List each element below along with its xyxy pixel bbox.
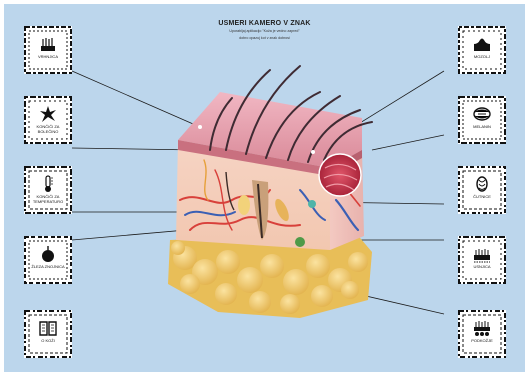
marker-pimple[interactable]: MOZOLJ (458, 26, 506, 74)
marker-label: KONČIČI ZA BOLEČINO (28, 125, 68, 134)
marker-sensory-cell[interactable]: ČUTNICE (458, 166, 506, 214)
marker-thermometer[interactable]: KONČIČI ZA TEMPERATURO (24, 166, 72, 214)
dermis-icon (472, 245, 492, 263)
marker-label: ČUTNICE (462, 195, 502, 200)
marker-melanin[interactable]: MELANIN (458, 96, 506, 144)
pimple-icon (472, 35, 492, 53)
marker-label: VRHNJICA (28, 55, 68, 60)
marker-label: USNJICA (462, 265, 502, 270)
marker-sweat-gland[interactable]: ŽLEZA ZNOJNICA (24, 236, 72, 284)
marker-label: PODKOŽJE (462, 339, 502, 344)
marker-book[interactable]: O KOŽI (24, 310, 72, 358)
melanin-icon (472, 105, 492, 123)
marker-dermis[interactable]: USNJICA (458, 236, 506, 284)
marker-label: MELANIN (462, 125, 502, 130)
marker-label: ŽLEZA ZNOJNICA (28, 265, 68, 270)
marker-label: MOZOLJ (462, 55, 502, 60)
zoom-circle (319, 154, 361, 196)
thermometer-icon (38, 175, 58, 193)
marker-label: O KOŽI (28, 339, 68, 344)
book-icon (38, 319, 58, 337)
marker-pain-receptor[interactable]: KONČIČI ZA BOLEČINO (24, 96, 72, 144)
pain-receptor-icon (38, 105, 58, 123)
subcutis-icon (472, 319, 492, 337)
sweat-gland-icon (38, 245, 58, 263)
marker-epidermis[interactable]: VRHNJICA (24, 26, 72, 74)
sensory-cell-icon (472, 175, 492, 193)
marker-label: KONČIČI ZA TEMPERATURO (28, 195, 68, 204)
epidermis-icon (38, 35, 58, 53)
marker-subcutis[interactable]: PODKOŽJE (458, 310, 506, 358)
